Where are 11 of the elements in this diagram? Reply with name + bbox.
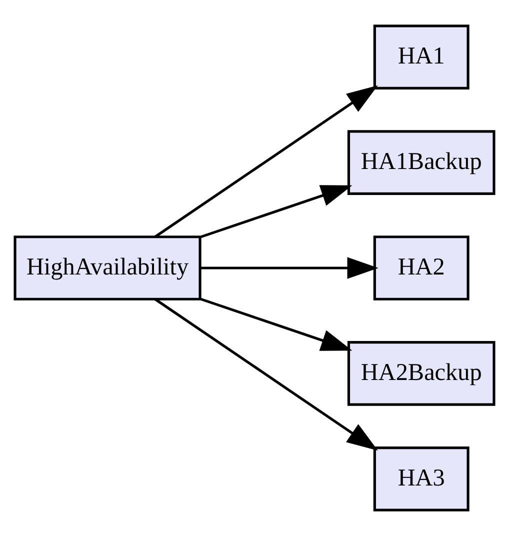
node-box: HA2	[373, 236, 470, 300]
arrow	[154, 298, 378, 451]
arrow	[154, 85, 378, 238]
node-box: HA1	[373, 24, 470, 90]
node-box: HighAvailability	[14, 236, 202, 300]
arrow	[200, 298, 352, 351]
node-box: HA1Backup	[347, 130, 496, 195]
arrow	[200, 257, 378, 279]
arrow	[200, 185, 352, 238]
node-box: HA3	[373, 446, 470, 512]
node-box: HA2Backup	[347, 341, 496, 406]
